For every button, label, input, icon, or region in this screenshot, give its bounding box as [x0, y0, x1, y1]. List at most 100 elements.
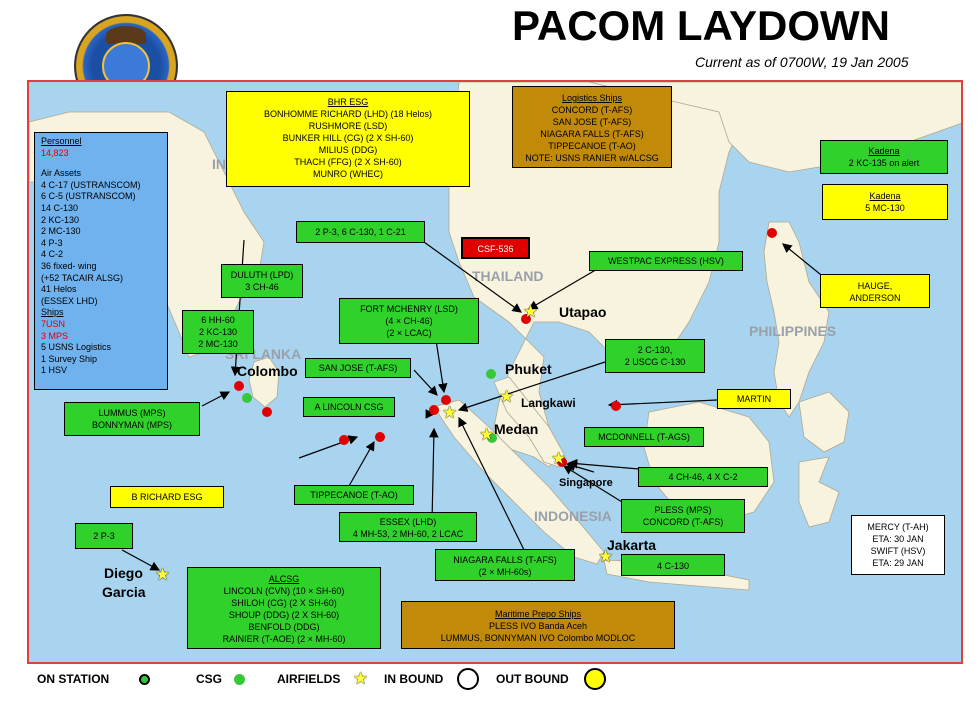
- hauge-anderson-box: HAUGE, ANDERSON: [820, 274, 930, 308]
- mercy-line: ETA: 30 JAN: [872, 534, 924, 544]
- c130-box: 4 C-130: [621, 554, 725, 576]
- bhr-esg-line: THACH (FFG) (2 X SH-60): [294, 157, 402, 167]
- philippines-label: PHILIPPINES: [749, 323, 837, 339]
- logistics-ships-box: Logistics Ships CONCORD (T-AFS) SAN JOSE…: [512, 86, 672, 168]
- p3-c130-c21-box: 2 P-3, 6 C-130, 1 C-21: [296, 221, 425, 243]
- legend-airfields-label: AIRFIELDS: [277, 672, 341, 686]
- a-lincoln-csg-box: A LINCOLN CSG: [303, 397, 395, 417]
- mercy-swift-box: MERCY (T-AH) ETA: 30 JAN SWIFT (HSV) ETA…: [851, 515, 945, 575]
- ship-marker: [262, 407, 272, 417]
- westpac-express-box: WESTPAC EXPRESS (HSV): [589, 251, 743, 271]
- uscg-line: 2 C-130,: [637, 345, 673, 355]
- personnel-count: 14,823: [41, 147, 69, 158]
- ship-marker: [339, 435, 349, 445]
- lummus-line: BONNYMAN (MPS): [91, 420, 172, 430]
- alcsg-line: LINCOLN (CVN) (10 × SH-60): [223, 586, 345, 596]
- airfield-star-icon: ★: [442, 403, 458, 422]
- logistics-line: CONCORD (T-AFS): [551, 105, 633, 115]
- indonesia-label: INDONESIA: [534, 508, 612, 524]
- alcsg-title: ALCSG: [268, 574, 300, 584]
- essex-box: ESSEX (LHD) 4 MH-53, 2 MH-60, 2 LCAC: [339, 512, 477, 542]
- kadena-title: Kadena: [869, 191, 901, 201]
- air-asset-item: 14 C-130: [41, 202, 79, 213]
- air-asset-item: 4 C-17 (USTRANSCOM): [41, 179, 141, 190]
- ship-marker: [234, 381, 244, 391]
- bhr-esg-line: BONHOMME RICHARD (LHD) (18 Helos): [263, 109, 433, 119]
- airfield-star-icon: ★: [479, 425, 495, 444]
- air-asset-item: 6 C-5 (USTRANSCOM): [41, 191, 136, 202]
- maritime-prepo-box: Maritime Prepo Ships PLESS IVO Banda Ace…: [401, 601, 675, 649]
- personnel-heading: Personnel: [41, 136, 82, 146]
- fort-mchenry-line: FORT MCHENRY (LSD): [360, 304, 458, 314]
- ship-marker: [429, 405, 439, 415]
- legend-in-bound-label: IN BOUND: [384, 672, 444, 686]
- eagle-emblem-icon: [106, 26, 146, 44]
- duluth-line: DULUTH (LPD): [230, 270, 294, 280]
- lummus-box: LUMMUS (MPS) BONNYMAN (MPS): [64, 402, 200, 436]
- kadena-kc135-box: Kadena 2 KC-135 on alert: [820, 140, 948, 174]
- csg-marker: [242, 393, 252, 403]
- bhr-esg-line: MILIUS (DDG): [318, 145, 378, 155]
- medan-label: Medan: [494, 421, 539, 437]
- fort-mchenry-box: FORT MCHENRY (LSD) (4 × CH-46) (2 × LCAC…: [339, 298, 479, 344]
- niagara-line: NIAGARA FALLS (T-AFS): [453, 555, 557, 565]
- alcsg-line: RAINIER (T-AOE) (2 × MH-60): [222, 634, 346, 644]
- alcsg-line: BENFOLD (DDG): [248, 622, 320, 632]
- essex-line: 4 MH-53, 2 MH-60, 2 LCAC: [352, 529, 464, 539]
- air-asset-item: (+52 TACAIR ALSG): [41, 272, 123, 283]
- bhr-esg-line: BUNKER HILL (CG) (2 X SH-60): [282, 133, 414, 143]
- bhr-esg-box: BHR ESG BONHOMME RICHARD (LHD) (18 Helos…: [226, 91, 470, 187]
- airfield-star-icon: ★: [598, 547, 614, 566]
- air-asset-item: (ESSEX LHD): [41, 295, 98, 306]
- air-asset-item: 41 Helos: [41, 284, 77, 295]
- logistics-title: Logistics Ships: [561, 93, 623, 103]
- airfield-star-icon: ★: [499, 387, 515, 406]
- alcsg-box: ALCSG LINCOLN (CVN) (10 × SH-60) SHILOH …: [187, 567, 381, 649]
- hauge-line: ANDERSON: [849, 293, 901, 303]
- fort-mchenry-line: (2 × LCAC): [386, 328, 432, 338]
- csg-marker-icon: [234, 674, 245, 685]
- ships-mps: 3 MPS: [41, 330, 69, 341]
- ship-marker: [611, 401, 621, 411]
- lummus-line: LUMMUS (MPS): [98, 408, 166, 418]
- garcia-label: Garcia: [102, 584, 146, 600]
- air-asset-item: 2 KC-130: [41, 214, 80, 225]
- martin-box: MARTIN: [717, 389, 791, 409]
- niagara-line: (2 × MH-60s): [478, 567, 532, 577]
- prepo-line: LUMMUS, BONNYMAN IVO Colombo MODLOC: [440, 633, 636, 643]
- legend-csg-label: CSG: [196, 672, 223, 686]
- ships-heading: Ships: [41, 307, 64, 318]
- kadena-mc130-box: Kadena 5 MC-130: [822, 184, 948, 220]
- diego-label: Diego: [104, 565, 143, 581]
- kadena-text: 5 MC-130: [865, 203, 905, 213]
- page-title: PACOM LAYDOWN: [512, 2, 890, 49]
- kadena-title: Kadena: [868, 146, 900, 156]
- duluth-line: 3 CH-46: [245, 282, 279, 292]
- tippecanoe-box: TIPPECANOE (T-AO): [294, 485, 414, 505]
- utapao-label: Utapao: [559, 304, 607, 320]
- legend-on-station-label: ON STATION: [37, 672, 110, 686]
- uscg-c130-box: 2 C-130, 2 USCG C-130: [605, 339, 705, 373]
- csf-536-box: CSF-536: [461, 237, 530, 259]
- air-asset-item: 4 P-3: [41, 237, 63, 248]
- india-label: IN: [212, 156, 226, 172]
- mcdonnell-box: MCDONNELL (T-AGS): [584, 427, 704, 447]
- prepo-title: Maritime Prepo Ships: [494, 609, 582, 619]
- prepo-line: PLESS IVO Banda Aceh: [488, 621, 588, 631]
- hh60-line: 2 KC-130: [198, 327, 238, 337]
- personnel-panel: Personnel 14,823 Air Assets 4 C-17 (USTR…: [34, 132, 168, 390]
- pless-line: CONCORD (T-AFS): [642, 517, 724, 527]
- ship-marker: [375, 432, 385, 442]
- legend-out-bound-label: OUT BOUND: [496, 672, 569, 686]
- bhr-esg-line: RUSHMORE (LSD): [308, 121, 388, 131]
- airfield-star-icon: ★: [551, 449, 567, 468]
- essex-line: ESSEX (LHD): [379, 517, 437, 527]
- csg-marker: [487, 433, 497, 443]
- ship-marker: [441, 395, 451, 405]
- ch46-c2-box: 4 CH-46, 4 X C-2: [638, 467, 768, 487]
- hauge-line: HAUGE,: [857, 281, 893, 291]
- in-bound-marker-icon: [457, 668, 479, 690]
- alcsg-line: SHILOH (CG) (2 X SH-60): [231, 598, 337, 608]
- air-asset-item: 36 fixed- wing: [41, 260, 97, 271]
- mercy-line: SWIFT (HSV): [870, 546, 926, 556]
